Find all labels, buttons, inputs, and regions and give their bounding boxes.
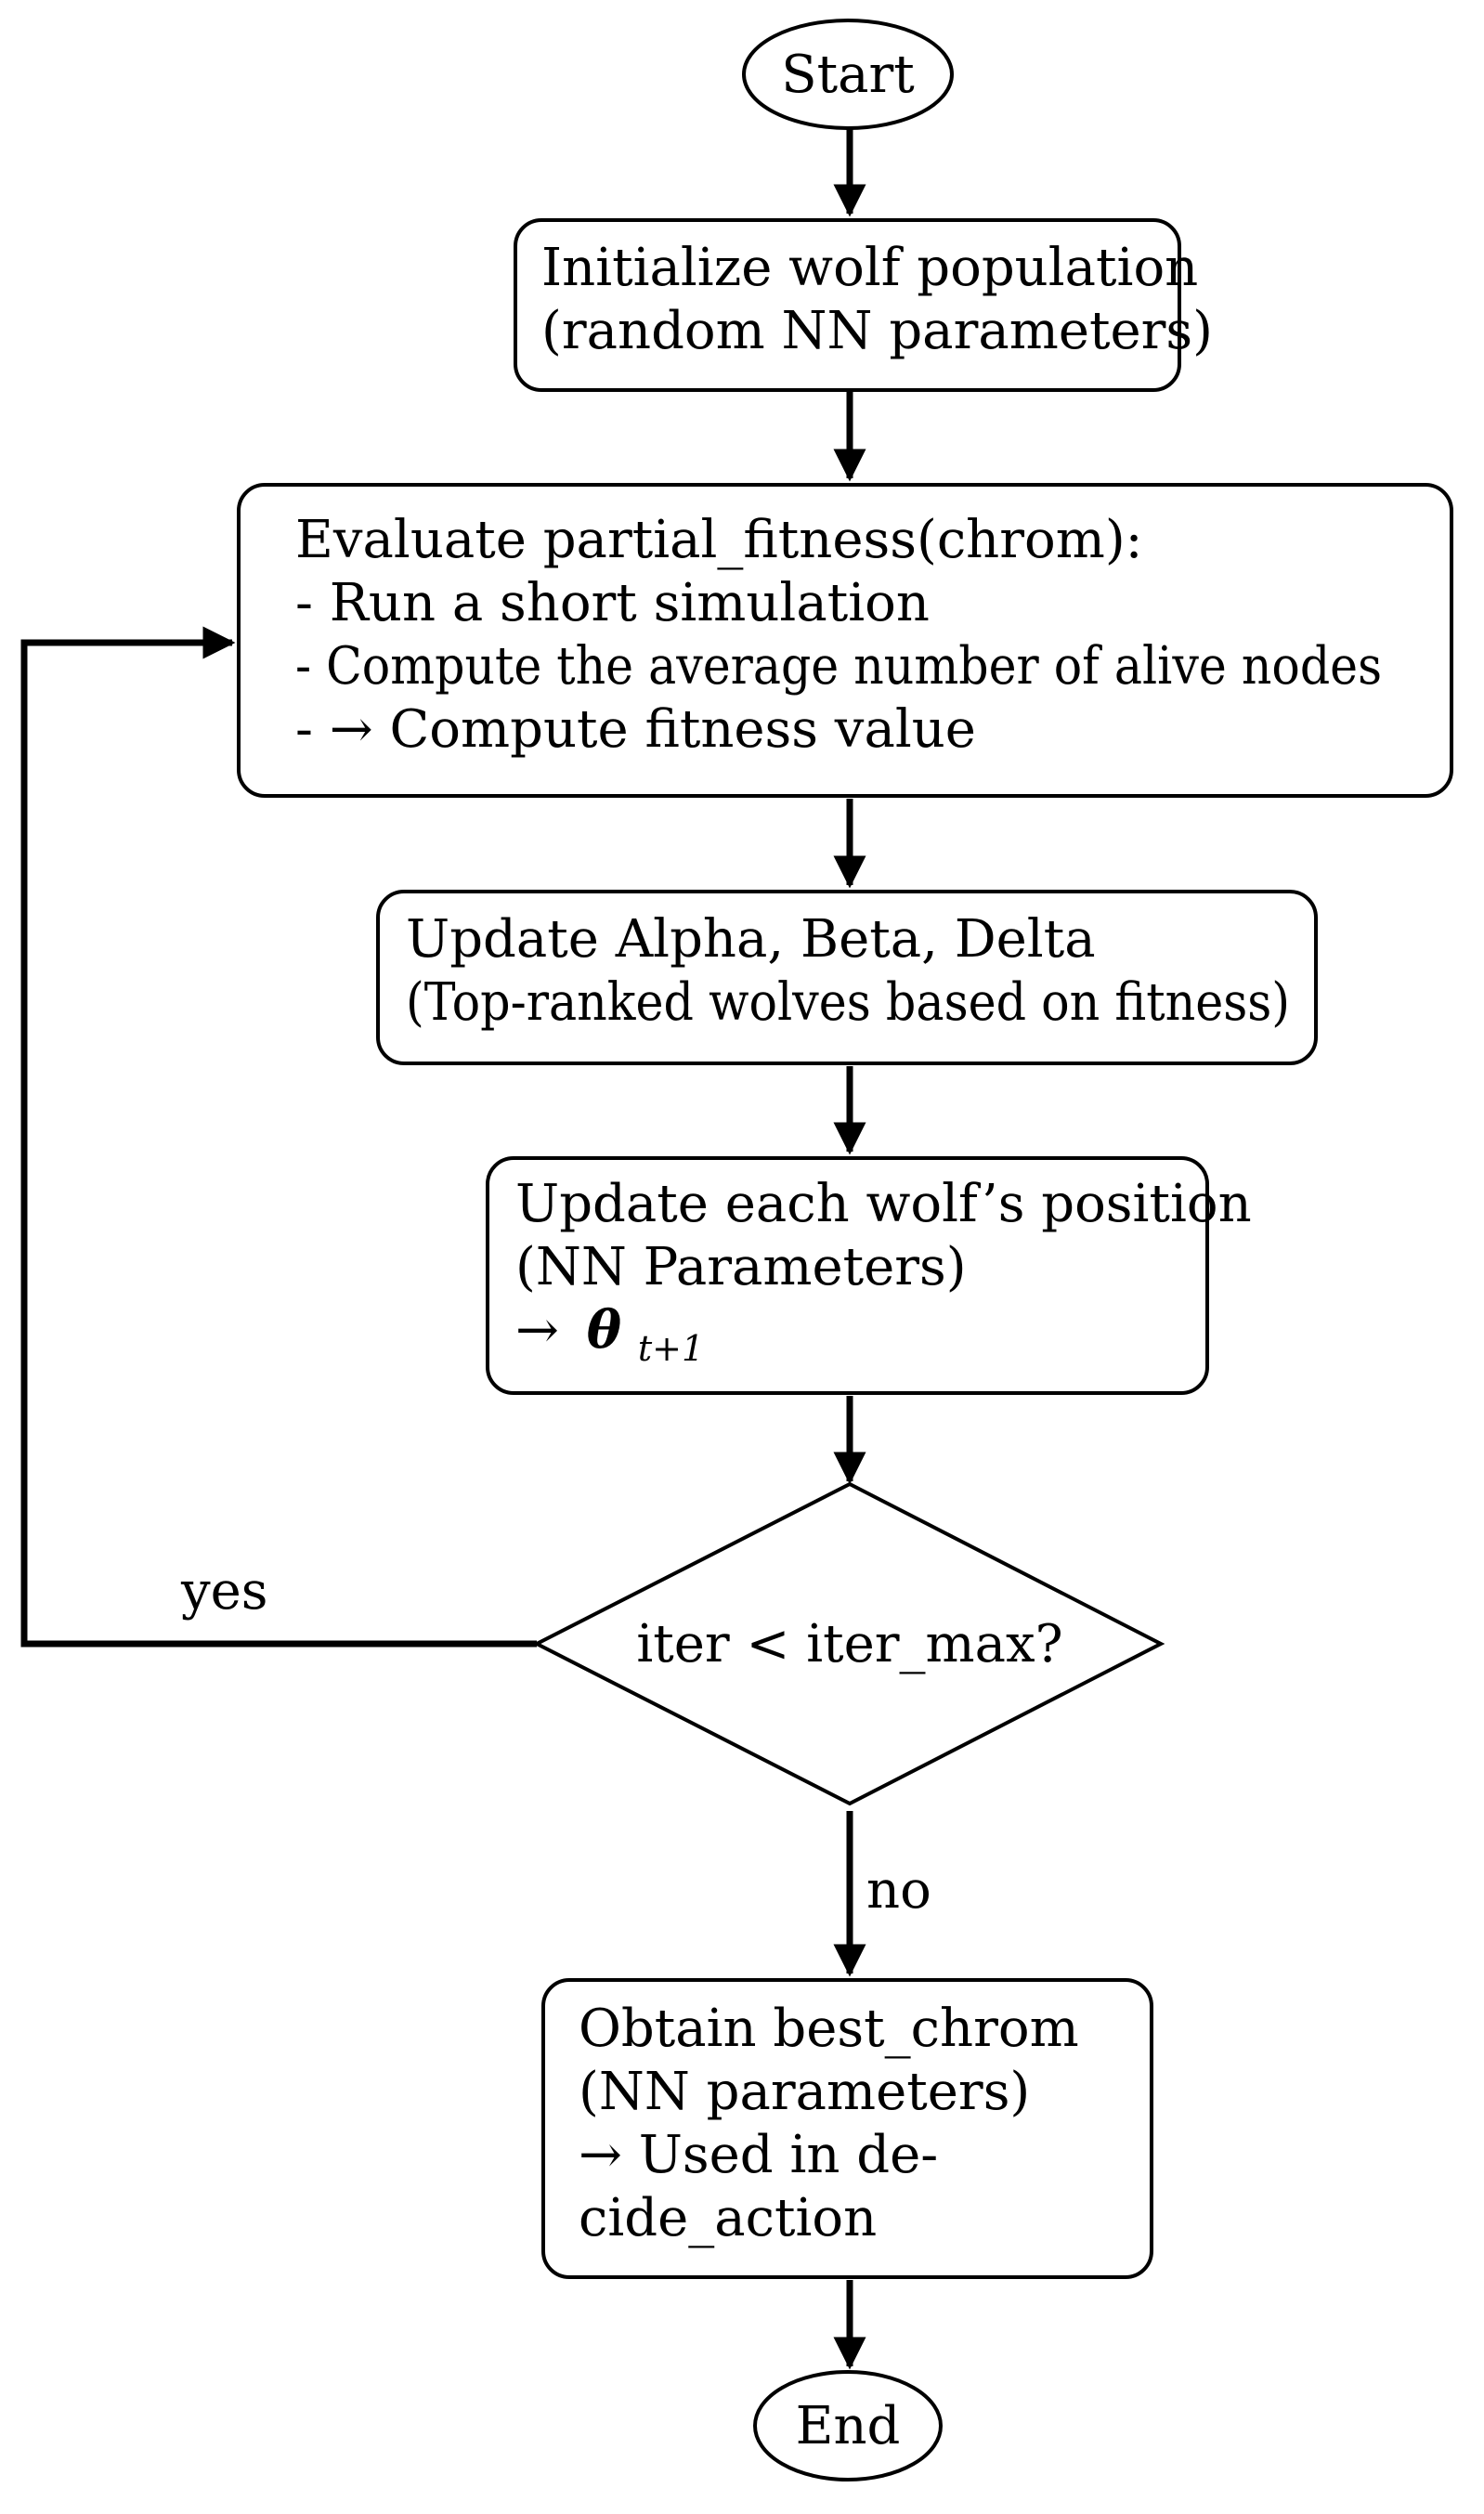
init-box [514,218,1181,392]
obtain-line-2: (NN parameters) [579,2062,1030,2122]
decision-diamond [532,1481,1165,1806]
end-node: End [753,2370,943,2481]
evaluate-box [237,483,1453,798]
start-oval [742,19,954,130]
edge-decision-yes-loop [20,626,537,1648]
init-node: Initialize wolf population (random NN pa… [514,218,1213,392]
start-label: Start [781,45,915,105]
update-leaders-node: Update Alpha, Beta, Delta (Top-ranked wo… [376,890,1318,1065]
end-label: End [796,2396,901,2456]
obtain-line-4: cide_action [579,2188,877,2248]
init-line-1: Initialize wolf population [541,238,1198,298]
formula-theta: θ [587,1299,622,1361]
start-node: Start [742,19,954,130]
yes-label: yes [180,1561,268,1622]
update-leaders-line-1: Update Alpha, Beta, Delta [406,909,1096,970]
decision-node: iter < iter_max? [532,1481,1165,1806]
obtain-line-1: Obtain best_chrom [579,1999,1079,2059]
edges [20,128,866,2370]
formula-arrow: → [515,1300,559,1361]
obtain-box [541,1978,1153,2279]
decision-label: iter < iter_max? [636,1614,1062,1674]
evaluate-line-4: - → Compute fitness value [295,699,976,760]
evaluate-line-3: - Compute the average number of alive no… [295,636,1382,697]
evaluate-line-1: Evaluate partial_fitness(chrom): [295,510,1143,570]
obtain-line-3: → Used in de- [579,2125,938,2185]
init-line-2: (random NN parameters) [541,301,1213,361]
update-position-node: Update each wolf’s position (NN Paramete… [486,1156,1252,1395]
no-label: no [866,1860,931,1921]
formula-subscript: t+1 [638,1328,704,1369]
obtain-node: Obtain best_chrom (NN parameters) → Used… [541,1978,1153,2279]
update-leaders-line-2: (Top-ranked wolves based on fitness) [406,972,1290,1033]
update-position-line-1: Update each wolf’s position [515,1174,1252,1234]
update-position-formula: → θ t+1 [515,1299,704,1369]
evaluate-node: Evaluate partial_fitness(chrom): - Run a… [237,483,1453,798]
update-position-line-2: (NN Parameters) [515,1237,967,1297]
update-leaders-box [376,890,1318,1065]
end-oval [753,2370,943,2481]
update-position-box [486,1156,1209,1395]
evaluate-line-2: - Run a short simulation [295,573,930,633]
